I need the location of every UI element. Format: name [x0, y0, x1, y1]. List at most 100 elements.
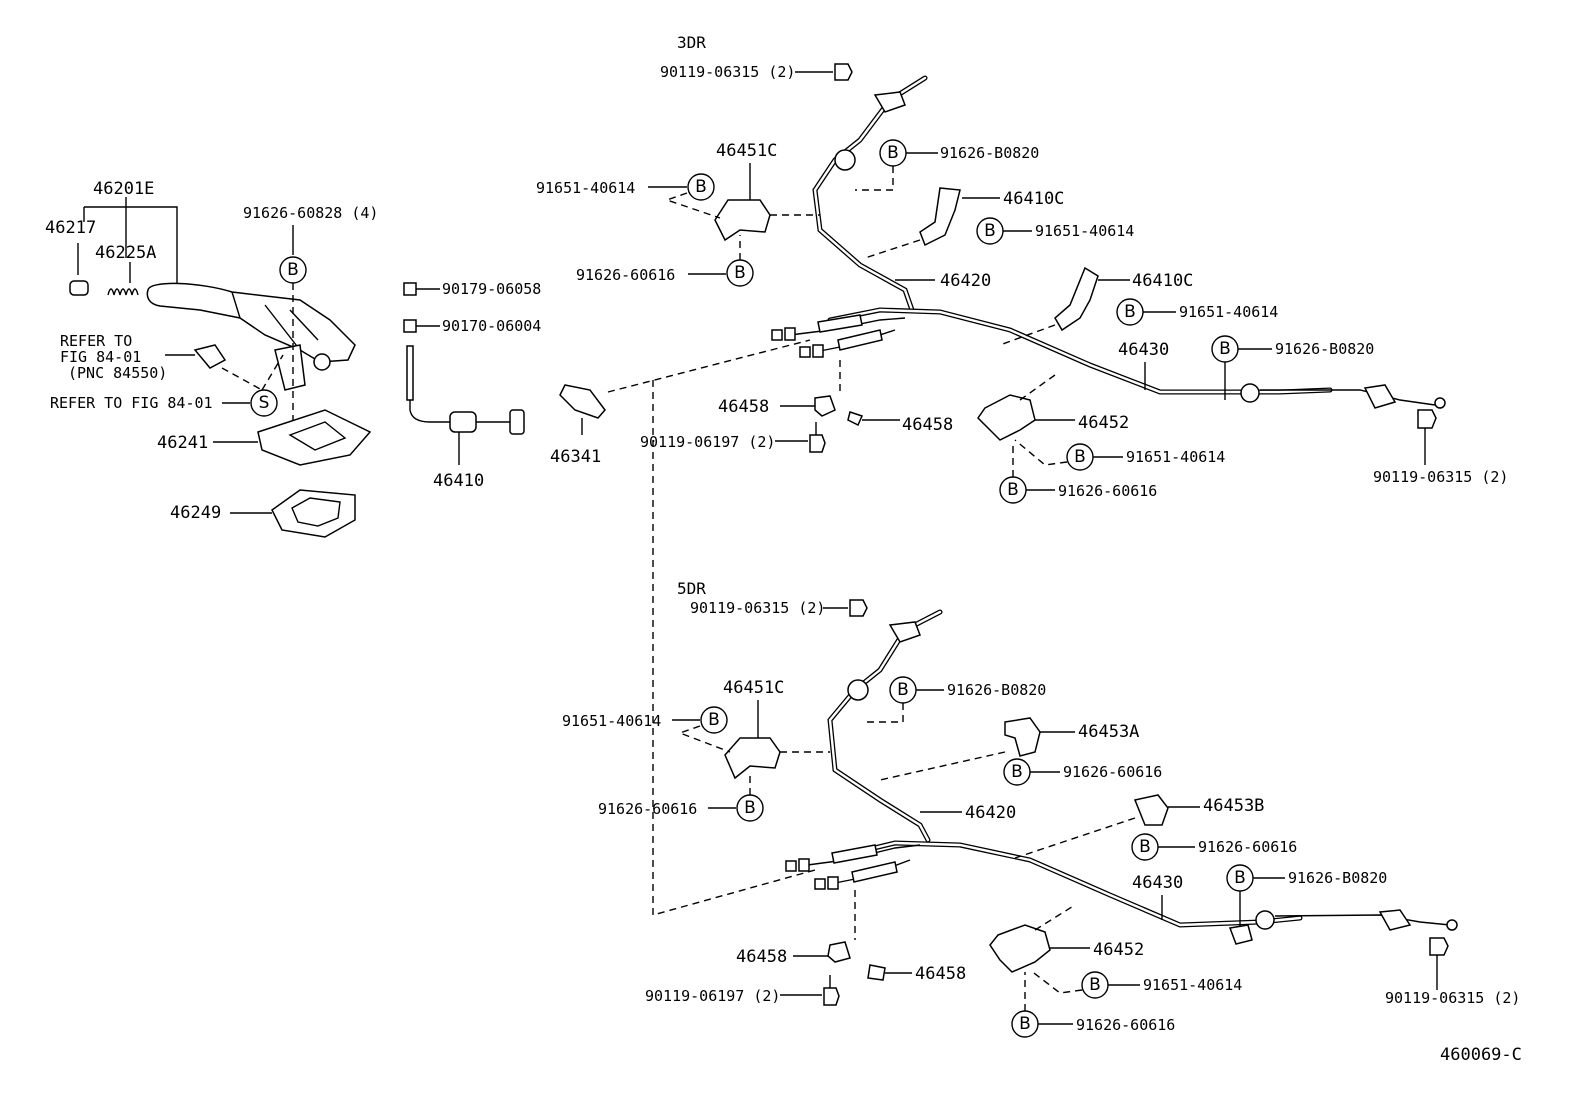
- lower-5dr-group: 90119-06315 (2) B 91626-B0820 46451C 916…: [562, 599, 1520, 1038]
- part-label-46217: 46217: [45, 218, 96, 238]
- figure-code: 460069-C: [1440, 1045, 1522, 1065]
- part-label-upper-91651-40614-c: 91651-40614: [1179, 303, 1278, 321]
- switch-part: [193, 344, 227, 369]
- part-label-upper-46410c-1: 46410C: [1003, 189, 1064, 209]
- part-label-46241: 46241: [157, 433, 208, 453]
- upper-bolt-badge-b0820-right: B: [1211, 335, 1239, 363]
- part-label-upper-91626-60616-a: 91626-60616: [576, 266, 675, 284]
- part-label-lower-91626-b0820-right: 91626-B0820: [1288, 869, 1387, 887]
- cable-46410-part: [449, 411, 477, 433]
- lower-clamp-46451c-part: [724, 737, 781, 780]
- lever-group: 46201E 46217 46225A 91626-60828 (4) B RE…: [45, 179, 378, 538]
- part-label-upper-90119-06197: 90119-06197 (2): [640, 433, 775, 451]
- lower-bolt-badge-60616-c: B: [1131, 833, 1159, 861]
- part-label-upper-46410c-2: 46410C: [1132, 271, 1193, 291]
- part-label-upper-91651-40614-b: 91651-40614: [1035, 222, 1134, 240]
- upper-bracket-46410c-1-part: [919, 187, 961, 247]
- upper-bolt-badge-40614-d: B: [1066, 443, 1094, 471]
- part-label-lower-46452: 46452: [1093, 940, 1144, 960]
- upper-bracket-46410c-2-part: [1054, 266, 1099, 332]
- part-label-90170-06004: 90170-06004: [442, 317, 541, 335]
- svg-text:B: B: [887, 143, 899, 163]
- upper-3dr-group: 90119-06315 (2) B 91626-B0820 46451C 916…: [536, 63, 1508, 504]
- part-label-lower-91626-60616-d: 91626-60616: [1076, 1016, 1175, 1034]
- part-label-upper-46452: 46452: [1078, 413, 1129, 433]
- upper-retainer-46452-part: [977, 394, 1036, 441]
- part-label-90179-06058: 90179-06058: [442, 280, 541, 298]
- svg-text:B: B: [287, 260, 299, 280]
- lower-bolt-badge-60616-d: B: [1011, 1010, 1039, 1038]
- svg-text:S: S: [259, 393, 270, 413]
- part-label-46249: 46249: [170, 503, 221, 523]
- upper-bolt-badge-60616-b: B: [999, 476, 1027, 504]
- upper-bolt-badge-40614-c: B: [1116, 298, 1144, 326]
- lower-bolt-badge-40614-b: B: [1081, 971, 1109, 999]
- svg-text:B: B: [708, 710, 720, 730]
- part-label-lower-91626-60616-a: 91626-60616: [598, 800, 697, 818]
- part-label-upper-91626-b0820-right: 91626-B0820: [1275, 340, 1374, 358]
- lever-part: [146, 282, 356, 363]
- part-label-lower-91626-b0820: 91626-B0820: [947, 681, 1046, 699]
- part-label-upper-90119-06315-right: 90119-06315 (2): [1373, 468, 1508, 486]
- spring-part: [107, 288, 139, 296]
- part-label-46225a: 46225A: [95, 243, 156, 263]
- lower-retainer-46452-part: [989, 924, 1051, 973]
- svg-text:B: B: [1089, 975, 1101, 995]
- part-label-lower-90119-06315-right: 90119-06315 (2): [1385, 989, 1520, 1007]
- upper-clamp-46451c-part: [714, 199, 771, 242]
- part-label-upper-46458-a: 46458: [718, 397, 769, 417]
- bolt-badge-b: B: [279, 256, 307, 284]
- lower-bracket-46453b-part: [1133, 794, 1169, 826]
- part-label-upper-46430: 46430: [1118, 340, 1169, 360]
- lower-bracket-46453a-part: [1004, 717, 1041, 757]
- upper-bolt-badge-40614-b: B: [976, 217, 1004, 245]
- boot-46249-part: [271, 489, 356, 538]
- part-label-upper-46458-b: 46458: [902, 415, 953, 435]
- part-label-lower-46451c: 46451C: [723, 678, 784, 698]
- screw-badge-s: S: [250, 389, 278, 417]
- part-label-lower-91651-40614-b: 91651-40614: [1143, 976, 1242, 994]
- part-label-lower-91651-40614-a: 91651-40614: [562, 712, 661, 730]
- svg-text:B: B: [984, 221, 996, 241]
- refer-note-line-4: REFER TO FIG 84-01: [50, 394, 213, 412]
- part-label-lower-46458-a: 46458: [736, 947, 787, 967]
- part-label-upper-91651-40614-a: 91651-40614: [536, 179, 635, 197]
- svg-text:B: B: [744, 798, 756, 818]
- part-label-lower-46453a: 46453A: [1078, 722, 1139, 742]
- svg-text:B: B: [1124, 302, 1136, 322]
- refer-note-line-3: (PNC 84550): [68, 364, 167, 382]
- part-label-upper-46420: 46420: [940, 271, 991, 291]
- svg-text:B: B: [1019, 1014, 1031, 1034]
- part-label-upper-90119-06315-top: 90119-06315 (2): [660, 63, 795, 81]
- section-label-3dr: 3DR: [677, 33, 706, 52]
- part-label-lower-91626-60616-c: 91626-60616: [1198, 838, 1297, 856]
- part-label-upper-91651-40614-d: 91651-40614: [1126, 448, 1225, 466]
- refer-note-line-2: FIG 84-01: [60, 348, 141, 366]
- part-label-lower-46430: 46430: [1132, 873, 1183, 893]
- nut-90170-part: [403, 319, 417, 333]
- svg-text:B: B: [695, 177, 707, 197]
- lower-bolt-badge-b0820-right: B: [1226, 864, 1254, 892]
- lower-bolt-badge-60616-b: B: [1003, 758, 1031, 786]
- part-label-46410: 46410: [433, 471, 484, 491]
- part-label-lower-46453b: 46453B: [1203, 796, 1264, 816]
- part-label-lower-91626-60616-b: 91626-60616: [1063, 763, 1162, 781]
- upper-bolt-badge-40614-a: B: [687, 173, 715, 201]
- part-label-upper-91626-b0820: 91626-B0820: [940, 144, 1039, 162]
- svg-text:B: B: [897, 680, 909, 700]
- svg-text:B: B: [1219, 339, 1231, 359]
- part-label-46341: 46341: [550, 447, 601, 467]
- lower-bolt-badge-60616-a: B: [736, 794, 764, 822]
- section-label-5dr: 5DR: [677, 579, 706, 598]
- knob-cap-part: [69, 280, 89, 296]
- part-label-lower-46420: 46420: [965, 803, 1016, 823]
- svg-text:B: B: [734, 263, 746, 283]
- part-label-46201e: 46201E: [93, 179, 154, 199]
- upper-bolt-badge-60616-a: B: [726, 259, 754, 287]
- svg-text:B: B: [1007, 480, 1019, 500]
- svg-text:B: B: [1011, 762, 1023, 782]
- lower-bolt-badge-b0820: B: [889, 676, 917, 704]
- svg-text:B: B: [1234, 868, 1246, 888]
- lower-bolt-badge-40614-a: B: [700, 706, 728, 734]
